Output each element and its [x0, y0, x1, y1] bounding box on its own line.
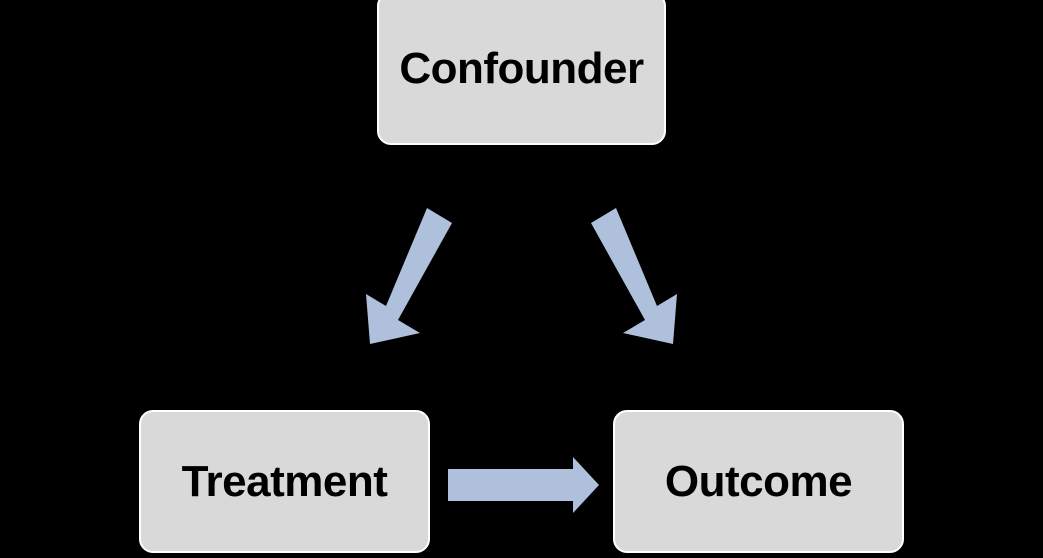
node-outcome[interactable]: Outcome	[613, 410, 904, 553]
node-confounder-label: Confounder	[399, 43, 644, 93]
arrow-confounder-to-treatment	[366, 208, 452, 344]
node-confounder[interactable]: Confounder	[377, 0, 666, 145]
arrow-confounder-to-outcome	[591, 208, 677, 344]
node-treatment[interactable]: Treatment	[139, 410, 430, 553]
arrow-treatment-to-outcome	[448, 457, 599, 513]
node-treatment-label: Treatment	[181, 456, 388, 506]
node-outcome-label: Outcome	[664, 456, 853, 506]
